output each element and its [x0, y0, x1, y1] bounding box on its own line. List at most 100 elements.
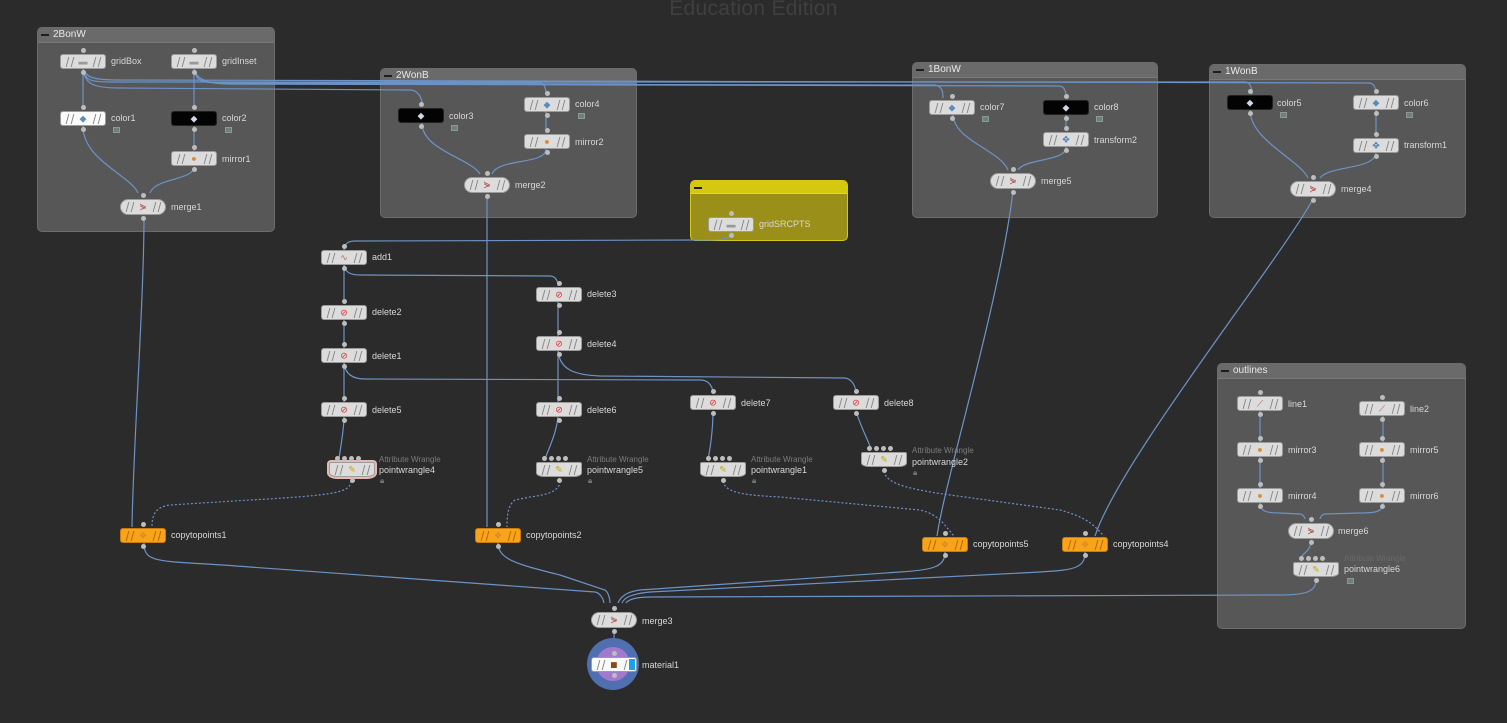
node-line1[interactable]: ⟋ [1237, 396, 1283, 411]
node-delete7[interactable]: ⊘ [690, 395, 736, 410]
output-connector[interactable] [612, 673, 617, 678]
collapse-icon[interactable] [41, 34, 49, 36]
node-copytopoints1[interactable]: ❖ [120, 528, 166, 543]
input-connector[interactable] [1311, 175, 1316, 180]
input-connector[interactable] [192, 145, 197, 150]
output-connector[interactable] [854, 411, 859, 416]
input-connector[interactable] [874, 446, 879, 451]
input-connector[interactable] [1258, 390, 1263, 395]
output-connector[interactable] [1374, 154, 1379, 159]
node-transform1[interactable]: ✥ [1353, 138, 1399, 153]
input-connector[interactable] [713, 456, 718, 461]
input-connector[interactable] [867, 446, 872, 451]
input-connector[interactable] [496, 522, 501, 527]
input-connector[interactable] [881, 446, 886, 451]
node-delete8[interactable]: ⊘ [833, 395, 879, 410]
input-connector[interactable] [943, 531, 948, 536]
input-connector[interactable] [1380, 436, 1385, 441]
input-connector[interactable] [727, 456, 732, 461]
input-connector[interactable] [557, 396, 562, 401]
output-connector[interactable] [342, 418, 347, 423]
node-mirror1[interactable]: ● [171, 151, 217, 166]
output-connector[interactable] [1314, 578, 1319, 583]
input-connector[interactable] [1258, 436, 1263, 441]
node-pointwrangle5[interactable]: ✎ [536, 462, 582, 477]
output-connector[interactable] [342, 321, 347, 326]
output-connector[interactable] [496, 544, 501, 549]
input-connector[interactable] [1380, 482, 1385, 487]
node-copytopoints5[interactable]: ❖ [922, 537, 968, 552]
input-connector[interactable] [1064, 126, 1069, 131]
node-copytopoints4[interactable]: ❖ [1062, 537, 1108, 552]
input-connector[interactable] [81, 48, 86, 53]
node-mirror5[interactable]: ● [1359, 442, 1405, 457]
network-box-header[interactable]: outlines [1218, 364, 1465, 379]
output-connector[interactable] [1258, 504, 1263, 509]
input-connector[interactable] [1248, 89, 1253, 94]
node-mirror4[interactable]: ● [1237, 488, 1283, 503]
node-color1[interactable]: ◆ [60, 111, 106, 126]
input-connector[interactable] [192, 105, 197, 110]
output-connector[interactable] [1083, 553, 1088, 558]
input-connector[interactable] [950, 94, 955, 99]
output-connector[interactable] [1380, 458, 1385, 463]
output-connector[interactable] [342, 266, 347, 271]
input-connector[interactable] [1064, 94, 1069, 99]
output-connector[interactable] [1064, 116, 1069, 121]
output-connector[interactable] [545, 150, 550, 155]
node-delete5[interactable]: ⊘ [321, 402, 367, 417]
output-connector[interactable] [721, 478, 726, 483]
output-connector[interactable] [81, 70, 86, 75]
input-connector[interactable] [1258, 482, 1263, 487]
node-merge2[interactable]: ⋟ [464, 177, 510, 193]
node-pointwrangle1[interactable]: ✎ [700, 462, 746, 477]
output-connector[interactable] [1248, 111, 1253, 116]
node-merge4[interactable]: ⋟ [1290, 181, 1336, 197]
network-box-header[interactable]: 1WonB [1210, 65, 1465, 80]
output-connector[interactable] [557, 303, 562, 308]
output-connector[interactable] [1380, 504, 1385, 509]
output-connector[interactable] [557, 352, 562, 357]
collapse-icon[interactable] [694, 187, 702, 189]
output-connector[interactable] [141, 216, 146, 221]
node-delete1[interactable]: ⊘ [321, 348, 367, 363]
node-delete2[interactable]: ⊘ [321, 305, 367, 320]
input-connector[interactable] [1306, 556, 1311, 561]
node-gridsrcpts[interactable]: ▬ [708, 217, 754, 232]
output-connector[interactable] [192, 127, 197, 132]
output-connector[interactable] [1064, 148, 1069, 153]
node-mirror3[interactable]: ● [1237, 442, 1283, 457]
input-connector[interactable] [1374, 132, 1379, 137]
node-color8[interactable]: ◆ [1043, 100, 1089, 115]
node-merge1[interactable]: ⋟ [120, 199, 166, 215]
network-box-2wonb[interactable]: 2WonB [380, 68, 637, 218]
node-delete6[interactable]: ⊘ [536, 402, 582, 417]
input-connector[interactable] [335, 456, 340, 461]
output-connector[interactable] [557, 478, 562, 483]
input-connector[interactable] [1011, 167, 1016, 172]
node-delete4[interactable]: ⊘ [536, 336, 582, 351]
node-color2[interactable]: ◆ [171, 111, 217, 126]
network-box-header[interactable] [691, 181, 847, 194]
output-connector[interactable] [342, 364, 347, 369]
input-connector[interactable] [419, 102, 424, 107]
node-add1[interactable]: ∿ [321, 250, 367, 265]
input-connector[interactable] [549, 456, 554, 461]
input-connector[interactable] [556, 456, 561, 461]
input-connector[interactable] [342, 244, 347, 249]
output-connector[interactable] [950, 116, 955, 121]
node-merge5[interactable]: ⋟ [990, 173, 1036, 189]
display-flag[interactable] [629, 659, 635, 670]
input-connector[interactable] [711, 389, 716, 394]
output-connector[interactable] [943, 553, 948, 558]
input-connector[interactable] [612, 606, 617, 611]
network-box-header[interactable]: 1BonW [913, 63, 1157, 78]
input-connector[interactable] [1380, 395, 1385, 400]
input-connector[interactable] [854, 389, 859, 394]
output-connector[interactable] [1258, 412, 1263, 417]
input-connector[interactable] [1083, 531, 1088, 536]
node-merge3[interactable]: ⋟ [591, 612, 637, 628]
node-delete3[interactable]: ⊘ [536, 287, 582, 302]
input-connector[interactable] [356, 456, 361, 461]
input-connector[interactable] [342, 456, 347, 461]
